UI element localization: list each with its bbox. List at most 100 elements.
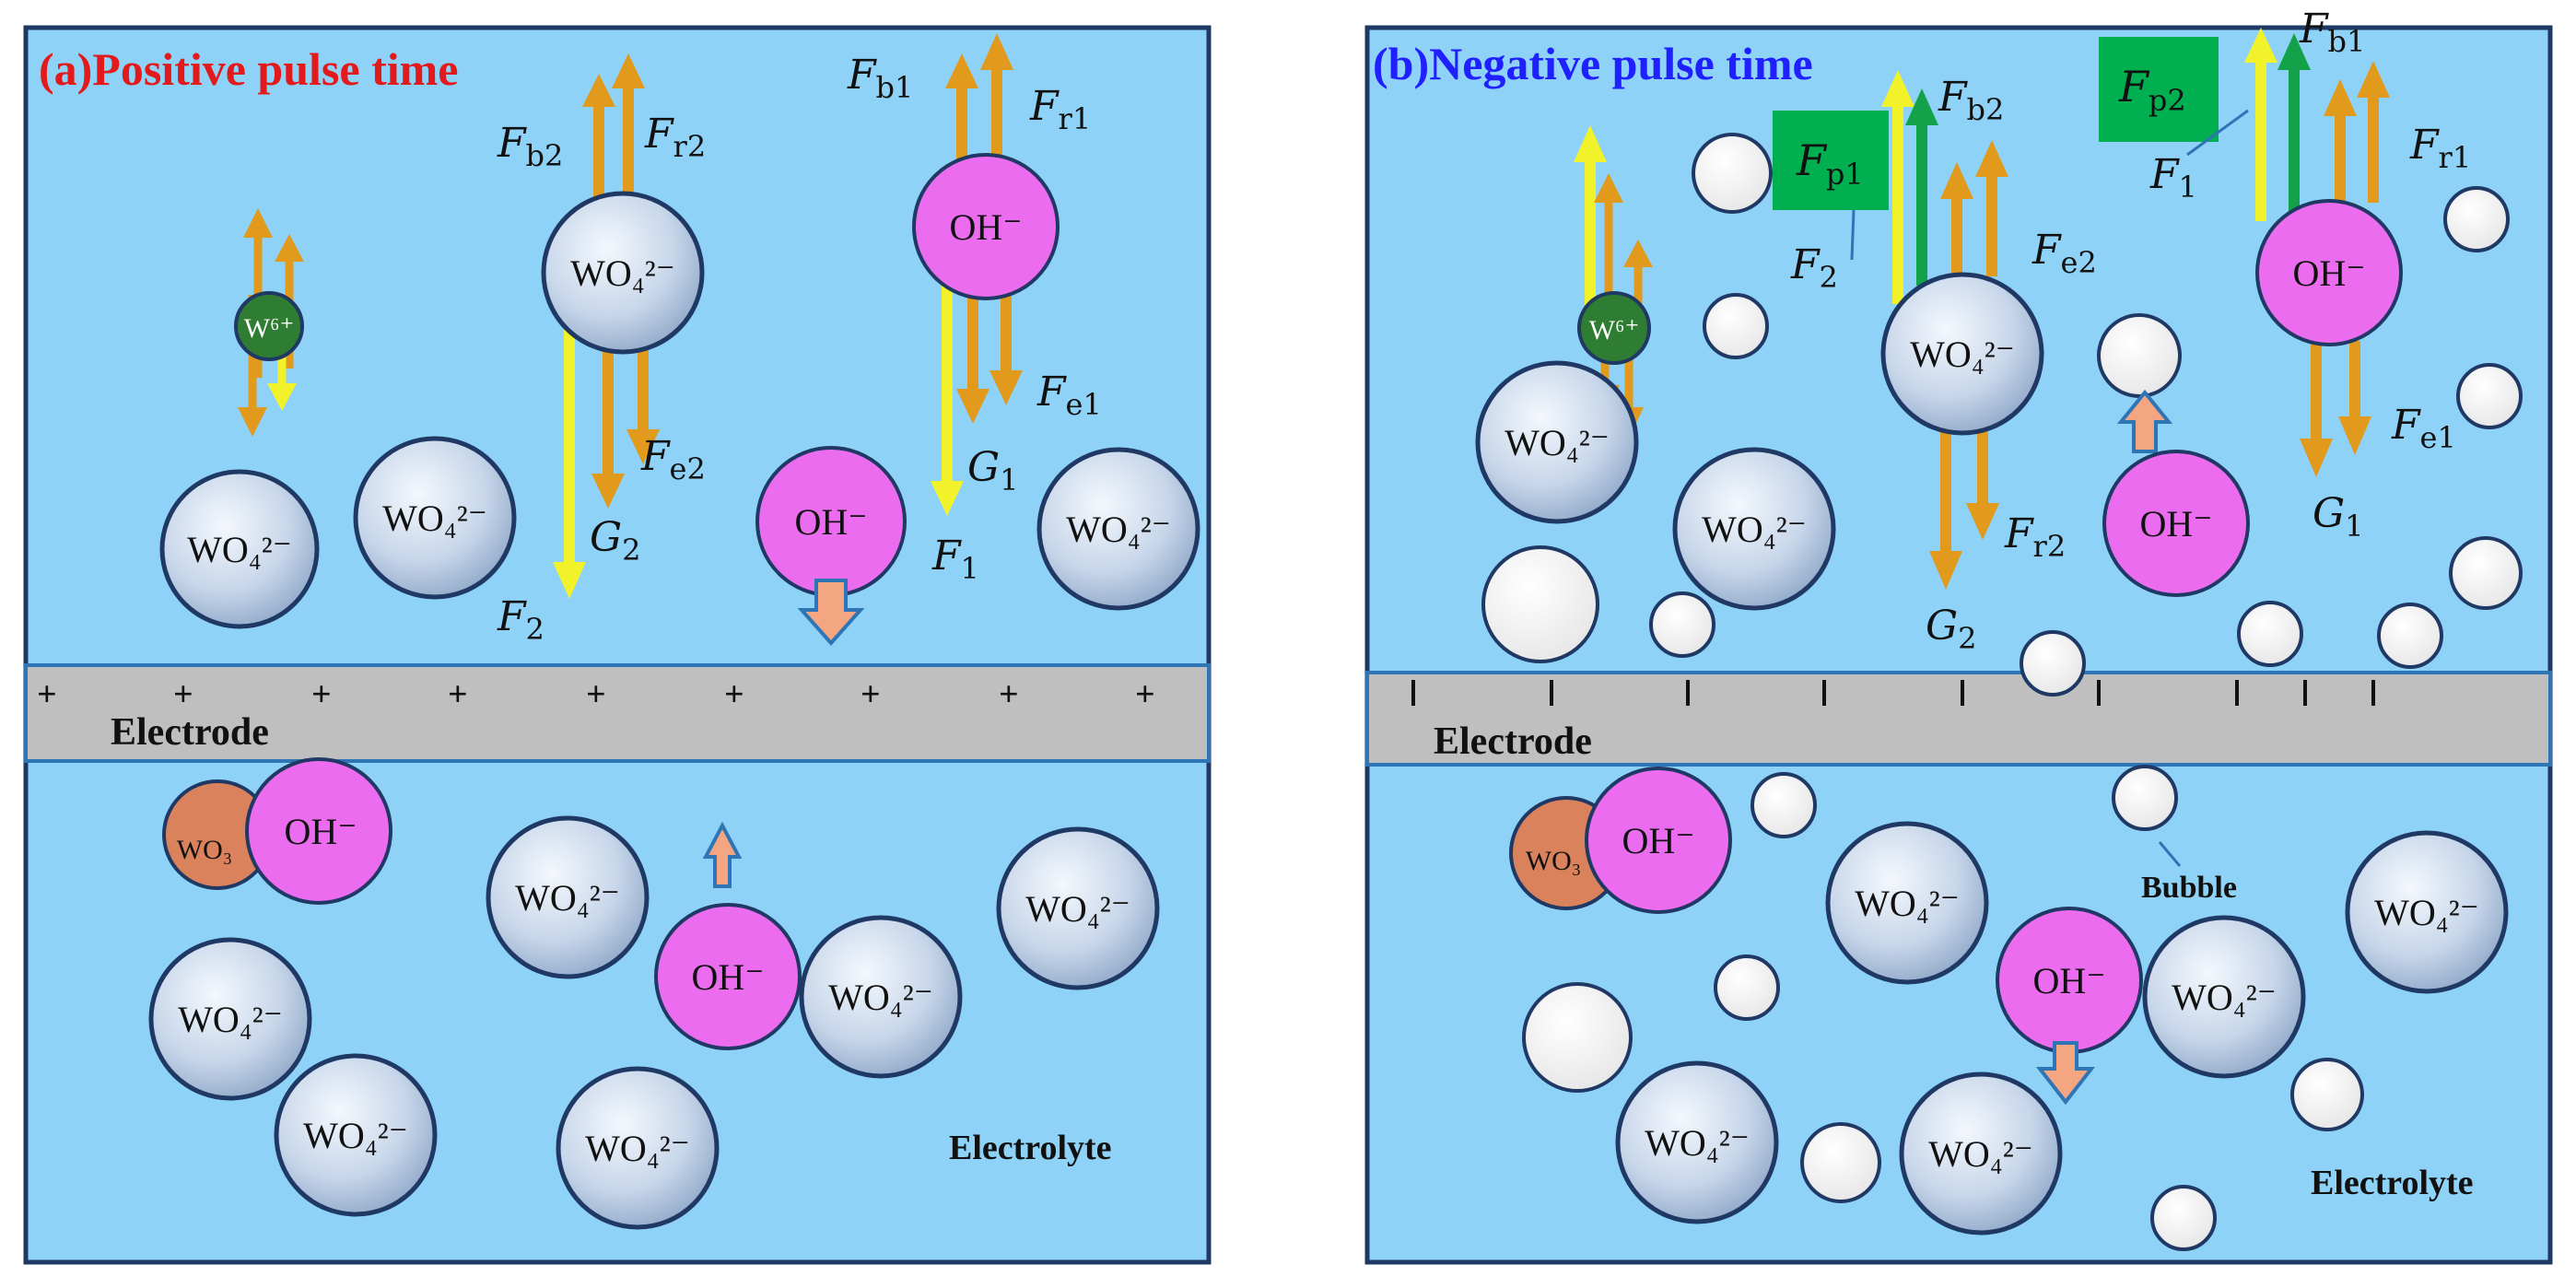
motion-arrow-up [702,821,743,888]
wo4-ion-label: WO₄²⁻ [828,977,933,1018]
w6-ion [234,291,304,361]
wo4-ion [1036,447,1200,611]
oh-ion-label: OH⁻ [795,501,868,543]
bubble [2237,601,2303,667]
panel-a: (a)Positive pulse time + + + + + + + + +… [23,25,1212,1265]
plus-sign: + [861,675,881,714]
force-label-g1: G1 [2313,490,2364,544]
bubble [1692,133,1773,214]
wo4-ion [148,937,312,1101]
wo4-ion-label: WO₄²⁻ [1928,1133,2033,1175]
oh-ion-label: OH⁻ [692,956,765,998]
panel-title: (a)Positive pulse time [39,43,458,95]
bubbles [1481,133,2523,1251]
electrolyte-label: Electrolyte [2311,1164,2474,1202]
electrode-charge-signs: + + + + + + + + + [37,675,1155,714]
force-label-fb2: Fb2 [497,120,563,173]
bubble [2290,1058,2364,1131]
label-box-fp2 [2099,37,2219,142]
wo4-ion [274,1053,438,1217]
w6-ion-label: W⁶⁺ [244,313,295,344]
force-label-fe2: Fe2 [640,433,706,486]
wo4-ion [1825,821,1989,985]
oh-ion [654,903,802,1050]
force-label-g2: G2 [1926,603,1977,656]
force-label-f2: F2 [1790,241,1838,295]
wo4-ion [1475,360,1639,524]
oh-force-arrows [2244,28,2390,477]
wo4-ion-label: WO₄²⁻ [515,877,620,919]
bubble [1800,1122,1881,1203]
bubble [2456,363,2523,429]
bubble [1481,545,1599,663]
motion-arrow-down [797,579,865,647]
bubble [1703,293,1769,359]
bubble [2449,536,2523,610]
bubble [2377,603,2443,669]
panel-b: (b)Negative pulse time Electrode Electro… [1364,6,2553,1265]
motion-arrow-up [2116,389,2173,453]
oh-ion [912,153,1060,300]
motion-arrow-down [2035,1041,2096,1106]
oh-ion-label: OH⁻ [1622,820,1695,861]
force-label-fr2: Fr2 [644,111,706,164]
electrode-label: Electrode [111,711,269,754]
plus-sign: + [1135,675,1155,714]
wo4-ion-label: WO₄²⁻ [1505,422,1610,463]
wo4-ion-label: WO₄²⁻ [2374,892,2479,933]
oh-ion-label: OH⁻ [285,811,357,852]
force-label-f1: F1 [2149,151,2197,205]
plus-sign: + [173,675,193,714]
wo4-ion-label: WO₄²⁻ [187,529,292,570]
plus-sign: + [724,675,744,714]
wo4-ion-label: WO₄²⁻ [1645,1122,1750,1164]
wo4-force-arrows [1881,70,2008,590]
force-label-fb1: Fb1 [2299,6,2365,59]
w6-ion [1577,291,1651,365]
wo3-label: WO₃ [1526,846,1581,876]
wo4-ion-label: WO₄²⁻ [303,1115,408,1156]
plus-sign: + [448,675,468,714]
bubble [2097,313,2182,398]
wo4-ion-label: WO₄²⁻ [382,498,487,539]
force-label-g2: G2 [590,514,641,568]
bubble [2020,630,2086,697]
pointer-line [1850,209,1856,261]
wo3-label: WO₃ [177,835,232,865]
bubble [1751,772,1817,838]
wo4-ion [159,469,320,629]
bubble-pointer [2158,841,2182,867]
oh-ion-label: OH⁻ [2033,960,2106,1001]
wo4-ion-label: WO₄²⁻ [178,999,283,1040]
oh-ion [1585,767,1732,914]
label-box-fp1 [1773,111,1889,210]
wo4-ion [2142,915,2306,1079]
electrode-charge-signs [1411,680,2375,706]
bubble-label: Bubble [2141,871,2237,905]
bubble [1649,591,1715,658]
force-label-fe1: Fe1 [1036,369,1102,422]
oh-ion-label: OH⁻ [950,206,1023,248]
wo4-ion-label: WO₄²⁻ [2172,977,2277,1018]
wo4-ion [1615,1060,1779,1224]
force-label-fr2: Fr2 [2004,510,2066,564]
plus-sign: + [311,675,332,714]
wo4-ion-label: WO₄²⁻ [570,252,675,294]
oh-ion-label: OH⁻ [2140,503,2213,544]
bubble [1522,982,1633,1093]
oh-ion [2255,199,2403,346]
wo4-ion [1899,1071,2063,1235]
oh-ion [2102,450,2250,597]
force-label-fp2: Fp2 [2118,62,2186,118]
force-label-f1: F1 [931,533,979,586]
panel-title: (b)Negative pulse time [1373,38,1813,89]
wo4-ion-label: WO₄²⁻ [1066,509,1171,550]
force-label-f2: F2 [497,593,544,647]
oh-ion-label: OH⁻ [2293,252,2366,294]
wo4-ion-label: WO₄²⁻ [585,1128,690,1169]
force-label-fr1: Fr1 [2409,122,2471,175]
wo4-ion [2345,830,2509,994]
wo4-ion [996,826,1160,990]
plus-sign: + [586,675,606,714]
